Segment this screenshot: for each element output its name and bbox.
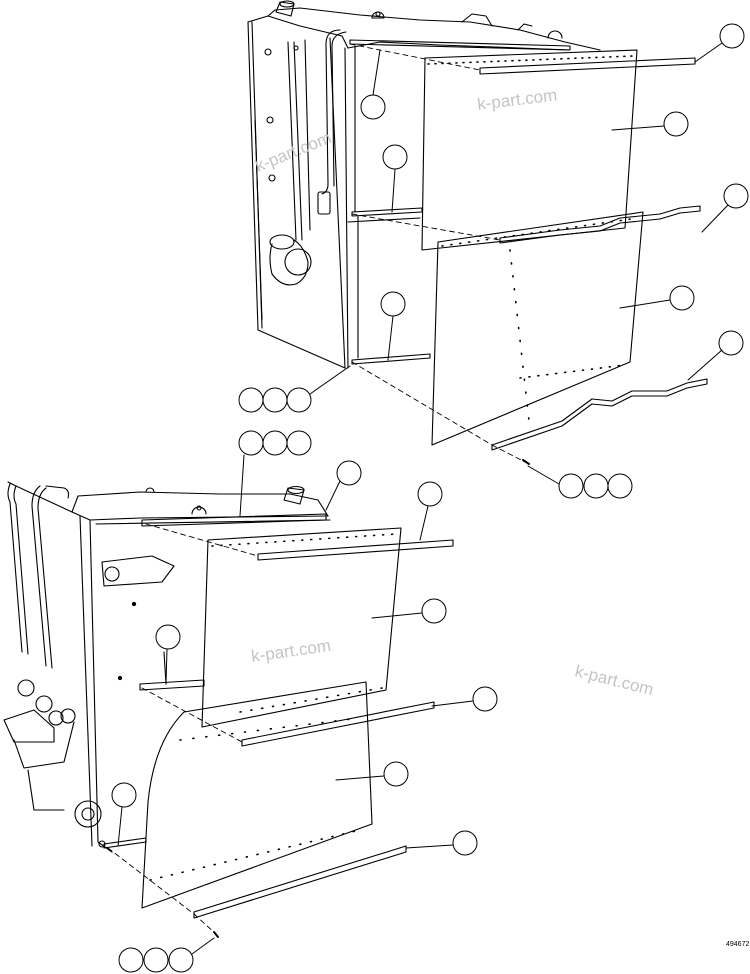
lower-rail-1 — [257, 539, 454, 561]
upper-assembly — [247, 0, 708, 465]
upper-rail-2 — [499, 205, 701, 244]
lower-hinge-strips — [103, 513, 327, 849]
lower-panel-top — [201, 527, 402, 728]
lower-rail-2 — [241, 701, 435, 747]
callout-balloon — [325, 460, 362, 511]
callout-balloon-group — [527, 465, 633, 499]
upper-tank-body — [247, 0, 601, 369]
callout-balloon — [701, 183, 749, 233]
upper-bolt — [522, 459, 530, 465]
upper-rail-1 — [479, 57, 696, 75]
lower-rail-3 — [193, 845, 407, 919]
callout-balloon — [111, 782, 137, 847]
lower-panel-bottom — [141, 681, 373, 909]
callout-balloon — [417, 481, 443, 541]
callout-balloon-group — [118, 937, 215, 973]
callout-balloon — [405, 830, 478, 856]
lower-tank-body — [3, 481, 331, 853]
callout-balloon — [382, 144, 408, 213]
upper-rail-3 — [491, 378, 708, 451]
lower-dash-lines — [107, 523, 259, 935]
watermarks: k-part.com k-part.com k-part.com k-part.… — [250, 85, 656, 699]
lower-bolt — [213, 931, 219, 938]
callout-balloon — [360, 49, 386, 120]
callout-balloon — [611, 111, 689, 137]
callout-balloon-group — [238, 365, 351, 413]
upper-hinge-strips — [347, 39, 571, 365]
callout-balloon — [371, 598, 447, 624]
callout-balloon — [694, 23, 745, 63]
watermark: k-part.com — [476, 85, 558, 114]
upper-panel-bottom — [431, 211, 644, 446]
callout-balloon — [155, 624, 181, 685]
watermark: k-part.com — [573, 661, 656, 699]
lower-assembly — [3, 481, 454, 938]
callout-balloon — [619, 285, 695, 311]
callouts — [111, 23, 749, 973]
callout-balloon — [687, 330, 744, 381]
callout-balloon — [431, 686, 498, 712]
drawing-reference-number: 494672 — [726, 941, 749, 948]
callout-balloon — [335, 761, 409, 787]
upper-panel-top — [421, 49, 638, 251]
upper-dash-lines — [349, 43, 526, 463]
watermark: k-part.com — [250, 636, 332, 666]
callout-balloon — [380, 291, 406, 361]
callout-balloon-group — [238, 430, 312, 517]
